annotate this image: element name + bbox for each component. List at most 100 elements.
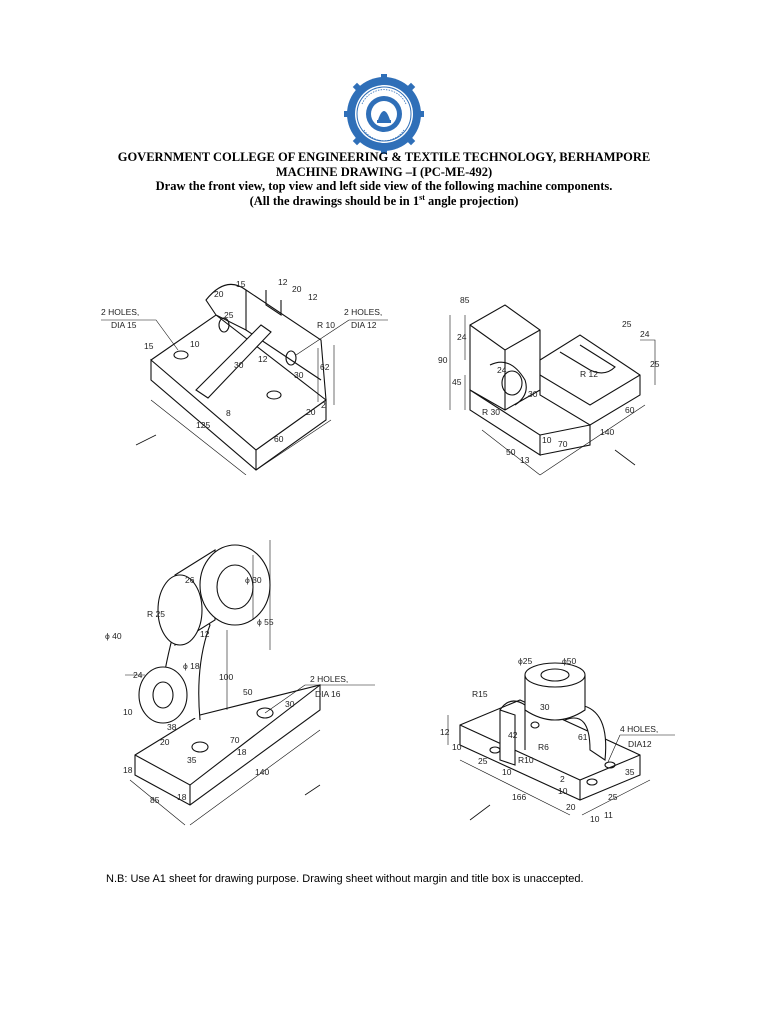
instruction: Draw the front view, top view and left s… [155,179,613,193]
fig2-base [469,388,591,457]
fig1-dim-12a: 12 [278,277,288,287]
figure-2-stepped-block: 85 24 90 45 24 30 25 24 25 R 12 R 30 60 … [430,285,670,485]
fig3-dim-100: 100 [219,672,233,682]
fig4-r6: R6 [538,742,549,752]
header: GOVERNMENT COLLEGE OF ENGINEERING & TEXT… [0,150,768,208]
fig1-dim-20b: 20 [292,284,302,294]
fig4-phi50: ϕ50 [562,656,576,666]
projection-note: (All the drawings should be in 1st angle… [0,192,768,209]
fig2-dim-45: 45 [452,377,462,387]
fig3-dimension-lines [125,540,375,826]
fig3-phi55: ϕ 55 [257,617,274,627]
fig2-dim-140: 140 [600,427,614,437]
fig4-dim-35: 35 [625,767,635,777]
fig2-dim-50: 50 [506,447,516,457]
college-seal-logo [344,74,424,154]
fig2-dim-25a: 25 [622,319,632,329]
fig2-r30: R 30 [482,407,500,417]
fig4-r15: R15 [472,689,488,699]
fig3-phi18: ϕ 18 [183,661,200,671]
fig3-phi40: ϕ 40 [105,631,122,641]
fig1-r10: R 10 [317,320,335,330]
projection-superscript: st [419,192,425,202]
figure-4-bracket-with-boss: ϕ25 ϕ50 R15 R6 R10 4 HOLES, DIA12 12 10 … [440,650,700,835]
fig2-dim-13: 13 [520,455,530,465]
fig3-dim-26: 26 [185,575,195,585]
fig2-dim-24c: 24 [640,329,650,339]
fig2-dim-60: 60 [625,405,635,415]
fig2-arc-cut [489,361,527,406]
fig2-dim-70: 70 [558,439,568,449]
fig3-cylinder [157,544,271,646]
fig4-curved-arm [564,704,607,761]
fig1-holes-left: 2 HOLES, [101,307,139,317]
fig3-dim-85: 85 [150,795,160,805]
fig4-dim-11: 11 [604,810,613,820]
fig1-dim-20a: 20 [214,289,224,299]
fig4-dim-10c: 10 [590,814,600,824]
fig3-dim-18c: 18 [177,792,187,802]
fig3-dim-24: 24 [133,670,143,680]
fig2-dim-90: 90 [438,355,448,365]
fig4-dim-61: 61 [578,732,588,742]
figure-1-bracket: 2 HOLES, DIA 15 2 HOLES, DIA 12 R 10 20 … [96,270,406,475]
fig4-dim-10a: 10 [452,742,462,752]
fig3-dim-18a: 18 [123,765,133,775]
fig1-dim-125: 125 [196,420,210,430]
fig3-dim-20: 20 [160,737,170,747]
fig2-dim-30: 30 [528,389,538,399]
fig3-dim-70: 70 [230,735,240,745]
fig1-dimension-lines [101,319,388,475]
fig1-holes-right: 2 HOLES, [344,307,382,317]
course-title: MACHINE DRAWING –I (PC-ME-492) [275,164,493,179]
fig4-dia: DIA12 [628,739,652,749]
college-name: GOVERNMENT COLLEGE OF ENGINEERING & TEXT… [117,150,651,164]
fig1-dim-62: 62 [320,362,330,372]
fig1-rib [195,324,272,399]
fig4-r10: R10 [518,755,534,765]
fig2-dim-10: 10 [542,435,552,445]
fig4-dim-25a: 25 [478,756,488,766]
fig2-dim-24b: 24 [497,365,507,375]
fig1-dim-8: 8 [226,408,231,418]
fig3-dim-18b: 18 [237,747,247,757]
fig3-dim-30: 30 [285,699,295,709]
fig1-dia-left: DIA 15 [111,320,137,330]
fig1-dim-25: 25 [224,310,234,320]
fig2-dim-24a: 24 [457,332,467,342]
fig2-r12: R 12 [580,369,598,379]
fig4-dim-12: 12 [440,727,450,737]
figure-3-bearing-bracket: ϕ 40 ϕ 18 ϕ 30 ϕ 55 R 25 26 12 24 100 50… [105,535,385,835]
fig4-dim-20: 20 [566,802,576,812]
fig1-dim-10: 10 [190,339,200,349]
projection-text: (All the drawings should be in 1 [249,193,420,208]
fig1-dim-30a: 30 [234,360,244,370]
fig4-dimension-lines [447,715,675,821]
fig3-dim-38: 38 [167,722,177,732]
fig2-dim-25b: 25 [650,359,660,369]
fig3-dia: DIA 16 [315,689,341,699]
fig4-dim-10b: 10 [502,767,512,777]
fig4-holes: 4 HOLES, [620,724,658,734]
fig4-dim-166: 166 [512,792,526,802]
fig3-dim-12: 12 [200,629,210,639]
fig3-holes [191,707,274,753]
fig3-holes: 2 HOLES, [310,674,348,684]
fig1-dim-60: 60 [274,434,284,444]
fig1-dim-30b: 30 [294,370,304,380]
fig4-dim-30: 30 [540,702,550,712]
fig1-dim-15b: 15 [144,341,154,351]
fig3-r25: R 25 [147,609,165,619]
fig4-dim-42: 42 [508,730,518,740]
fig3-dim-140: 140 [255,767,269,777]
fig4-boss [524,662,586,721]
fig4-dim-10d: 10 [558,786,568,796]
fig4-dim-2: 2 [560,774,565,784]
fig4-phi25: ϕ25 [518,656,532,666]
fig4-holes [489,721,616,786]
fig4-dim-25b: 25 [608,792,618,802]
fig3-dim-10: 10 [123,707,133,717]
fig3-phi30: ϕ 30 [245,575,262,585]
fig3-dim-35: 35 [187,755,197,765]
fig1-dia-right: DIA 12 [351,320,377,330]
